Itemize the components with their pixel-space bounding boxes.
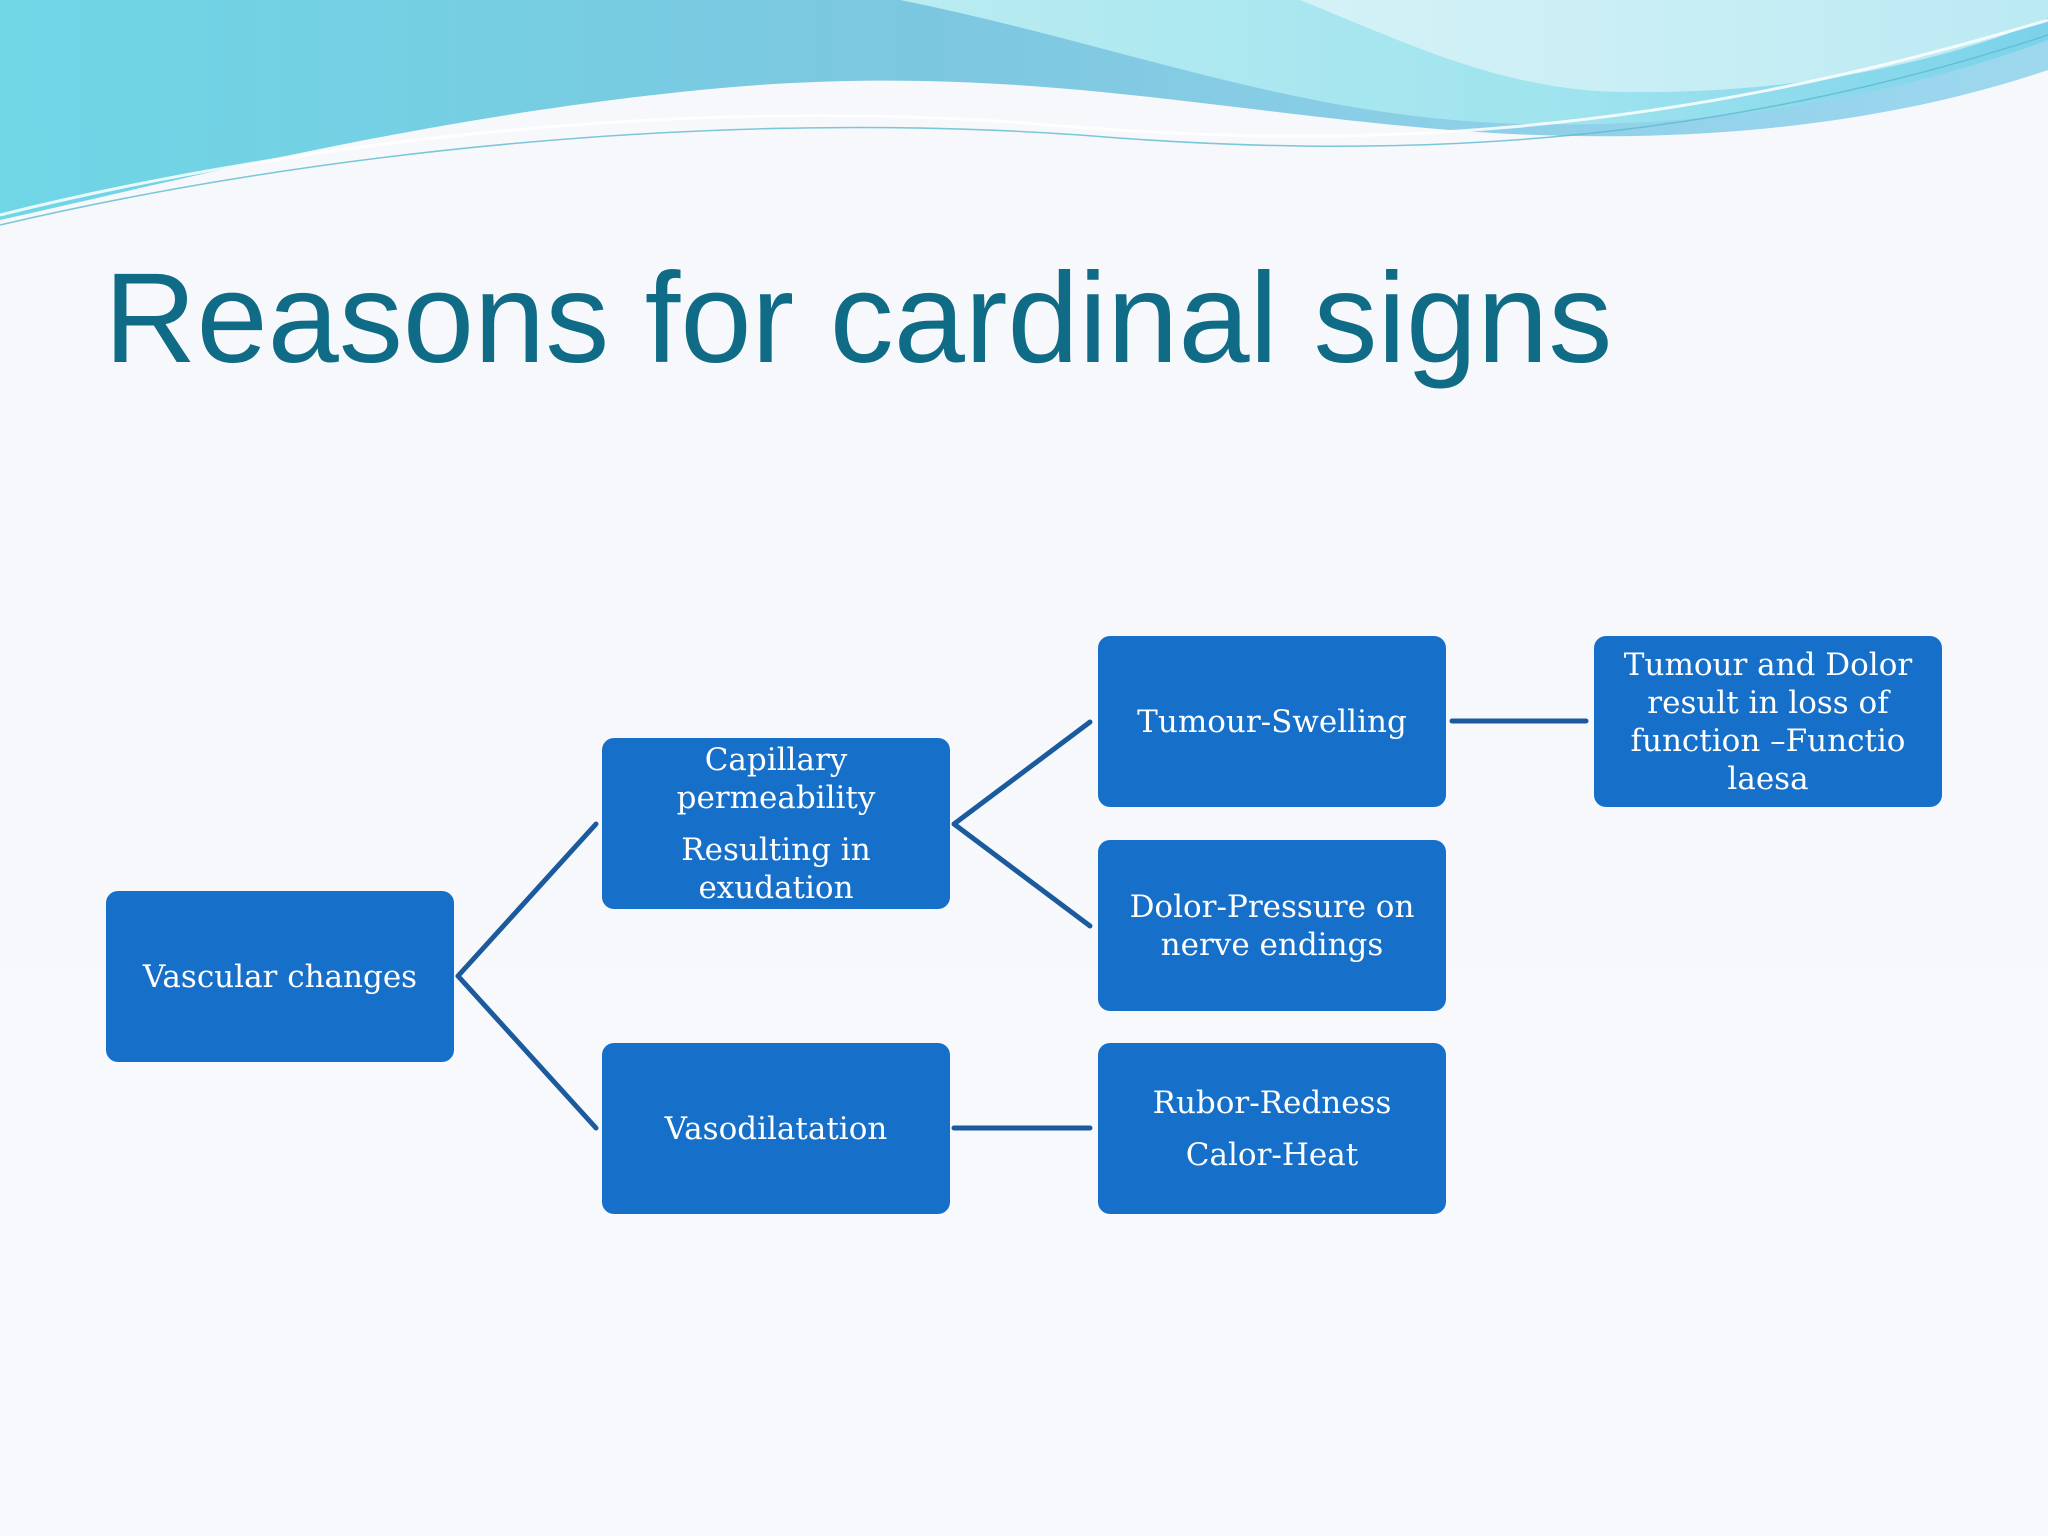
- node-capillary-permeability-line1: Capillary permeability: [676, 741, 876, 816]
- node-functio-laesa-line2: result in loss of: [1647, 684, 1889, 721]
- node-capillary-permeability-line2: Resulting in exudation: [681, 831, 871, 906]
- node-dolor-line1: Dolor-Pressure on: [1129, 888, 1415, 925]
- node-dolor-line2: nerve endings: [1160, 926, 1384, 963]
- node-functio-laesa-line4: laesa: [1727, 760, 1809, 797]
- node-tumour-swelling-label: Tumour-Swelling: [1137, 703, 1407, 740]
- node-functio-laesa: Tumour and Dolor result in loss of funct…: [1594, 636, 1942, 807]
- node-tumour-swelling: Tumour-Swelling: [1098, 636, 1446, 807]
- connector-capillary-to-branches: [951, 719, 1093, 929]
- node-rubor-calor-line1: Rubor-Redness: [1152, 1084, 1392, 1121]
- connector-vascular-to-branches: [455, 821, 599, 1131]
- node-functio-laesa-line1: Tumour and Dolor: [1623, 646, 1913, 683]
- node-rubor-calor-line2: Calor-Heat: [1185, 1136, 1359, 1173]
- node-capillary-permeability: Capillary permeability Resulting in exud…: [602, 738, 950, 909]
- node-vascular-changes-label: Vascular changes: [142, 958, 418, 995]
- node-dolor: Dolor-Pressure on nerve endings: [1098, 840, 1446, 1011]
- node-vascular-changes: Vascular changes: [106, 891, 454, 1062]
- slide-title: Reasons for cardinal signs: [104, 247, 1613, 390]
- node-functio-laesa-line3: function –Functio: [1630, 722, 1906, 759]
- header-wave-decoration: [0, 0, 2048, 226]
- node-rubor-calor: Rubor-Redness Calor-Heat: [1098, 1043, 1446, 1214]
- node-vasodilatation-label: Vasodilatation: [664, 1110, 888, 1147]
- node-vasodilatation: Vasodilatation: [602, 1043, 950, 1214]
